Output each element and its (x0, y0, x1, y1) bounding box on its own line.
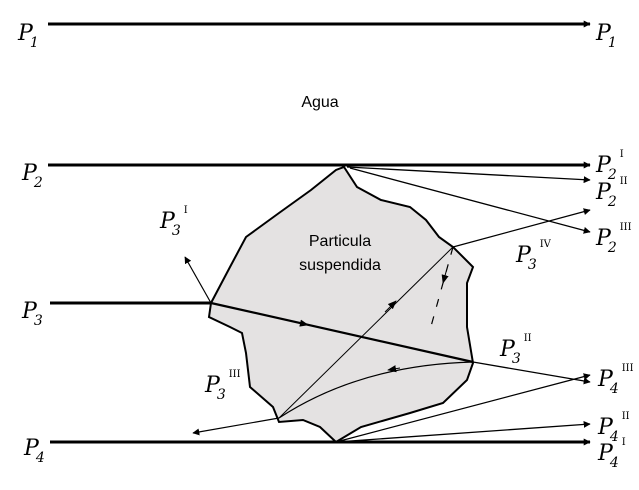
label-p3-ii: P3II (499, 333, 532, 367)
label-subscript: 4 (609, 455, 619, 471)
label-subscript: 1 (30, 35, 39, 51)
label-p3-i: P3I (159, 205, 188, 239)
label-base: P (17, 21, 34, 46)
label-p4-iii: P4III (597, 363, 634, 397)
label-p3-iii: P3III (204, 369, 241, 403)
label-p1-in: P1 (17, 21, 39, 51)
arrow-p3-refracted (289, 319, 309, 327)
label-subscript: 3 (34, 313, 43, 329)
label-subscript: 1 (608, 35, 617, 51)
label-subscript: 3 (512, 351, 521, 367)
label-base: P (21, 299, 38, 324)
label-base: P (597, 367, 614, 392)
arrow-internal-dashed (441, 271, 449, 284)
label-p2-iii: P2III (595, 222, 632, 256)
label-p2-i: P2I (595, 149, 624, 183)
medium-label: Agua (301, 94, 338, 111)
label-p4-i: P4I (597, 437, 626, 471)
label-superscript: I (184, 205, 188, 216)
label-base: P (499, 337, 516, 362)
label-base: P (595, 180, 612, 205)
ray-p3-ii (472, 361, 591, 385)
label-superscript: II (524, 333, 532, 344)
label-subscript: 3 (528, 257, 537, 273)
ray-p3-iv (452, 208, 591, 248)
label-base: P (515, 243, 532, 268)
label-base: P (204, 373, 221, 398)
ray-p3-i (184, 256, 212, 304)
label-subscript: 2 (607, 194, 617, 210)
label-superscript: I (622, 437, 626, 448)
particle-label-line1: Particula (309, 233, 371, 250)
ray-p3-iii (192, 417, 280, 436)
label-subscript: 3 (217, 387, 226, 403)
label-base: P (23, 436, 40, 461)
label-base: P (595, 226, 612, 251)
label-superscript: III (229, 369, 241, 380)
ray-p3-refracted (210, 301, 474, 364)
label-subscript: 3 (172, 223, 181, 239)
particle-label-line2: suspendida (299, 257, 381, 274)
label-p3-iv: P3IV (515, 239, 552, 273)
label-subscript: 4 (609, 381, 619, 397)
label-superscript: II (620, 176, 628, 187)
label-subscript: 4 (35, 450, 45, 466)
label-superscript: I (620, 149, 624, 160)
label-p1-out: P1 (595, 21, 617, 51)
label-superscript: III (620, 222, 632, 233)
label-base: P (597, 441, 614, 466)
label-base: P (595, 153, 612, 178)
suspended-particle (207, 165, 475, 444)
label-subscript: 2 (607, 167, 617, 183)
ray-internal-dashed (429, 246, 454, 331)
arrow-internal-reflection (387, 365, 401, 373)
label-base: P (159, 209, 176, 234)
ray-internal-up (278, 246, 454, 419)
arrow-internal-up (384, 300, 397, 313)
ray-p4-iii (335, 373, 591, 443)
label-superscript: II (622, 411, 630, 422)
label-p4-ii: P4II (597, 411, 630, 445)
label-p2-ii: P2II (595, 176, 628, 210)
label-base: P (21, 161, 38, 186)
label-base: P (595, 21, 612, 46)
label-p4-in: P4 (23, 436, 45, 466)
label-superscript: III (622, 363, 634, 374)
label-p3-in: P3 (21, 299, 43, 329)
ray-p4-ii (335, 420, 591, 443)
label-p2-in: P2 (21, 161, 43, 191)
label-subscript: 4 (609, 429, 619, 445)
label-subscript: 2 (607, 240, 617, 256)
label-superscript: IV (540, 239, 552, 250)
label-base: P (597, 415, 614, 440)
ray-internal-reflection (278, 361, 474, 419)
label-subscript: 2 (33, 175, 43, 191)
ray-p2-ii (346, 166, 591, 184)
